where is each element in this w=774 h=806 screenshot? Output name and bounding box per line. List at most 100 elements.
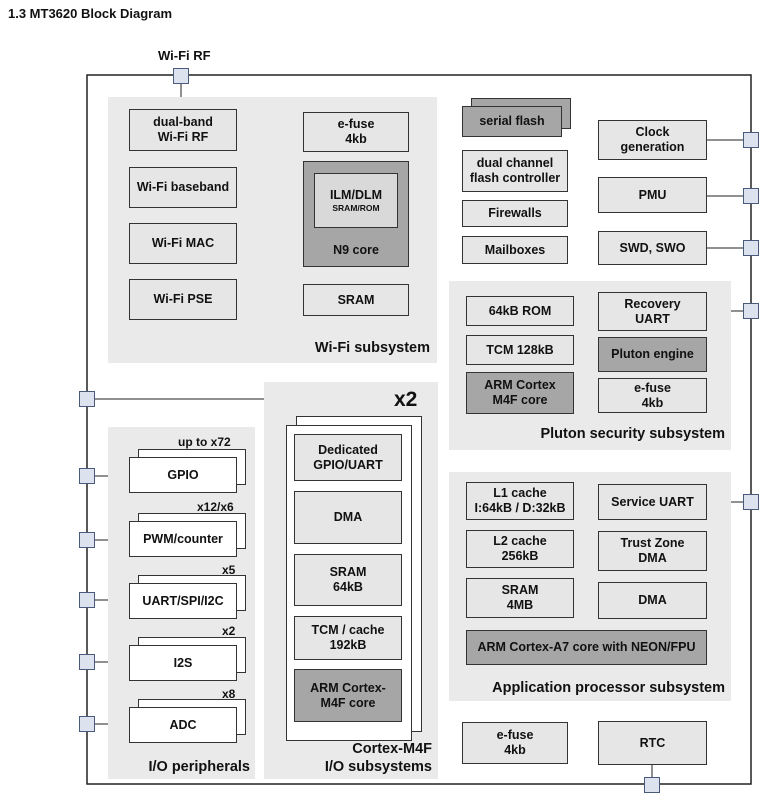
wifi-efuse-box: e-fuse 4kb (303, 112, 409, 152)
recovery-uart-line2: UART (635, 311, 670, 326)
pluton-efuse-line2: 4kb (641, 395, 664, 410)
wifi-mac-box: Wi-Fi MAC (129, 223, 237, 264)
dedicated-gpio-line2: GPIO/UART (313, 457, 383, 472)
l2-cache-line1: L2 cache (493, 534, 547, 548)
m4f-tcm-line1: TCM / cache (311, 623, 385, 637)
pwm-count: x12/x6 (197, 500, 234, 514)
recovery-uart-box: Recovery UART (598, 292, 707, 331)
m4f-tcm-box: TCM / cache 192kB (294, 616, 402, 660)
ilm-dlm-sub: SRAM/ROM (332, 203, 380, 213)
pluton-efuse-box: e-fuse 4kb (598, 378, 707, 413)
pwm-port (79, 532, 95, 548)
pluton-m4f-box: ARM Cortex M4F core (466, 372, 574, 414)
adc-box: ADC (129, 707, 237, 743)
wifi-rf-label: Wi-Fi RF (158, 48, 211, 63)
pmu-port (743, 188, 759, 204)
app-sram-line2: 4MB (506, 598, 534, 612)
bottom-efuse-box: e-fuse 4kb (462, 722, 568, 764)
m4f-dma-box: DMA (294, 491, 402, 544)
i2s-port (79, 654, 95, 670)
serial-flash-label: serial flash (479, 114, 545, 128)
swd-port (743, 240, 759, 256)
wifi-pse-label: Wi-Fi PSE (153, 292, 213, 306)
dedicated-gpio-port (79, 391, 95, 407)
app-dma-label: DMA (638, 593, 667, 607)
app-processor-title: Application processor subsystem (492, 680, 725, 696)
l1-cache-line1: L1 cache (493, 486, 547, 500)
wifi-efuse-line1: e-fuse (337, 117, 375, 131)
uart-count: x5 (222, 563, 236, 577)
pluton-efuse-line1: e-fuse (634, 380, 671, 395)
m4f-sram-line2: 64kB (333, 580, 363, 594)
pwm-box: PWM/counter (129, 521, 237, 557)
firewalls-box: Firewalls (462, 200, 568, 227)
pluton-engine-label: Pluton engine (611, 347, 694, 361)
bottom-efuse-line2: 4kb (504, 743, 526, 757)
m4f-tcm-line2: 192kB (329, 638, 367, 652)
bottom-efuse-line1: e-fuse (496, 728, 534, 742)
pluton-tcm-box: TCM 128kB (466, 335, 574, 365)
wifi-baseband-box: Wi-Fi baseband (129, 167, 237, 208)
io-peripherals-title: I/O peripherals (148, 759, 250, 775)
wifi-pse-box: Wi-Fi PSE (129, 279, 237, 320)
dual-band-wifi-rf-box: dual-band Wi-Fi RF (129, 109, 237, 151)
trustzone-line1: Trust Zone (620, 536, 685, 550)
wifi-subsystem-title: Wi-Fi subsystem (314, 340, 430, 356)
cortex-m4f-title-line2: I/O subsystems (324, 759, 432, 775)
pwm-label: PWM/counter (143, 531, 223, 546)
pluton-tcm-label: TCM 128kB (486, 342, 554, 357)
service-uart-port (743, 494, 759, 510)
cortex-m4f-title: Cortex-M4F I/O subsystems (270, 740, 432, 776)
pluton-rom-label: 64kB ROM (488, 303, 552, 318)
gpio-count: up to x72 (178, 435, 231, 449)
cortex-a7-label: ARM Cortex-A7 core with NEON/FPU (477, 640, 696, 654)
clock-line1: Clock (635, 125, 670, 139)
service-uart-label: Service UART (611, 494, 694, 509)
l1-cache-box: L1 cache I:64kB / D:32kB (466, 482, 574, 520)
recovery-uart-port (743, 303, 759, 319)
n9-core-label: N9 core (333, 243, 379, 257)
l2-cache-line2: 256kB (501, 549, 539, 563)
chip-outline (86, 74, 752, 785)
dedicated-gpio-uart-box: Dedicated GPIO/UART (294, 434, 402, 481)
pluton-m4f-line2: M4F core (492, 393, 548, 407)
wifi-sram-label: SRAM (337, 292, 375, 307)
flash-controller-line1: dual channel (476, 156, 554, 170)
serial-flash-box: serial flash (462, 106, 562, 137)
wifi-rf-port (173, 68, 189, 84)
m4f-core-line2: M4F core (320, 695, 376, 710)
uart-label: UART/SPI/I2C (142, 593, 224, 608)
pluton-m4f-line1: ARM Cortex (484, 378, 556, 392)
clock-port (743, 132, 759, 148)
cortex-m4f-title-line1: Cortex-M4F (352, 741, 432, 757)
dual-band-line1: dual-band (153, 115, 213, 129)
ilm-dlm-box: ILM/DLM SRAM/ROM (314, 173, 398, 228)
m4f-sram-box: SRAM 64kB (294, 554, 402, 606)
uart-port (79, 592, 95, 608)
wifi-efuse-line2: 4kb (345, 132, 367, 146)
wifi-baseband-label: Wi-Fi baseband (136, 180, 230, 194)
rtc-port (644, 777, 660, 793)
service-uart-box: Service UART (598, 484, 707, 520)
dedicated-gpio-line1: Dedicated (318, 442, 378, 457)
wifi-mac-label: Wi-Fi MAC (151, 236, 215, 250)
pluton-engine-box: Pluton engine (598, 337, 707, 372)
m4f-dma-label: DMA (333, 510, 363, 524)
wifi-sram-box: SRAM (303, 284, 409, 316)
gpio-label: GPIO (167, 467, 199, 482)
gpio-port (79, 468, 95, 484)
l1-cache-line2: I:64kB / D:32kB (474, 501, 566, 515)
uart-box: UART/SPI/I2C (129, 583, 237, 619)
recovery-uart-line1: Recovery (624, 296, 681, 311)
i2s-count: x2 (222, 624, 236, 638)
pmu-label: PMU (638, 187, 667, 202)
swd-swo-box: SWD, SWO (598, 231, 707, 265)
pluton-title: Pluton security subsystem (540, 426, 725, 442)
app-sram-box: SRAM 4MB (466, 578, 574, 618)
i2s-label: I2S (173, 655, 193, 670)
ilm-dlm-label: ILM/DLM (329, 188, 383, 202)
rtc-label: RTC (639, 735, 666, 750)
firewalls-label: Firewalls (488, 206, 542, 220)
flash-controller-line2: flash controller (469, 171, 561, 185)
app-sram-line1: SRAM (501, 583, 539, 597)
